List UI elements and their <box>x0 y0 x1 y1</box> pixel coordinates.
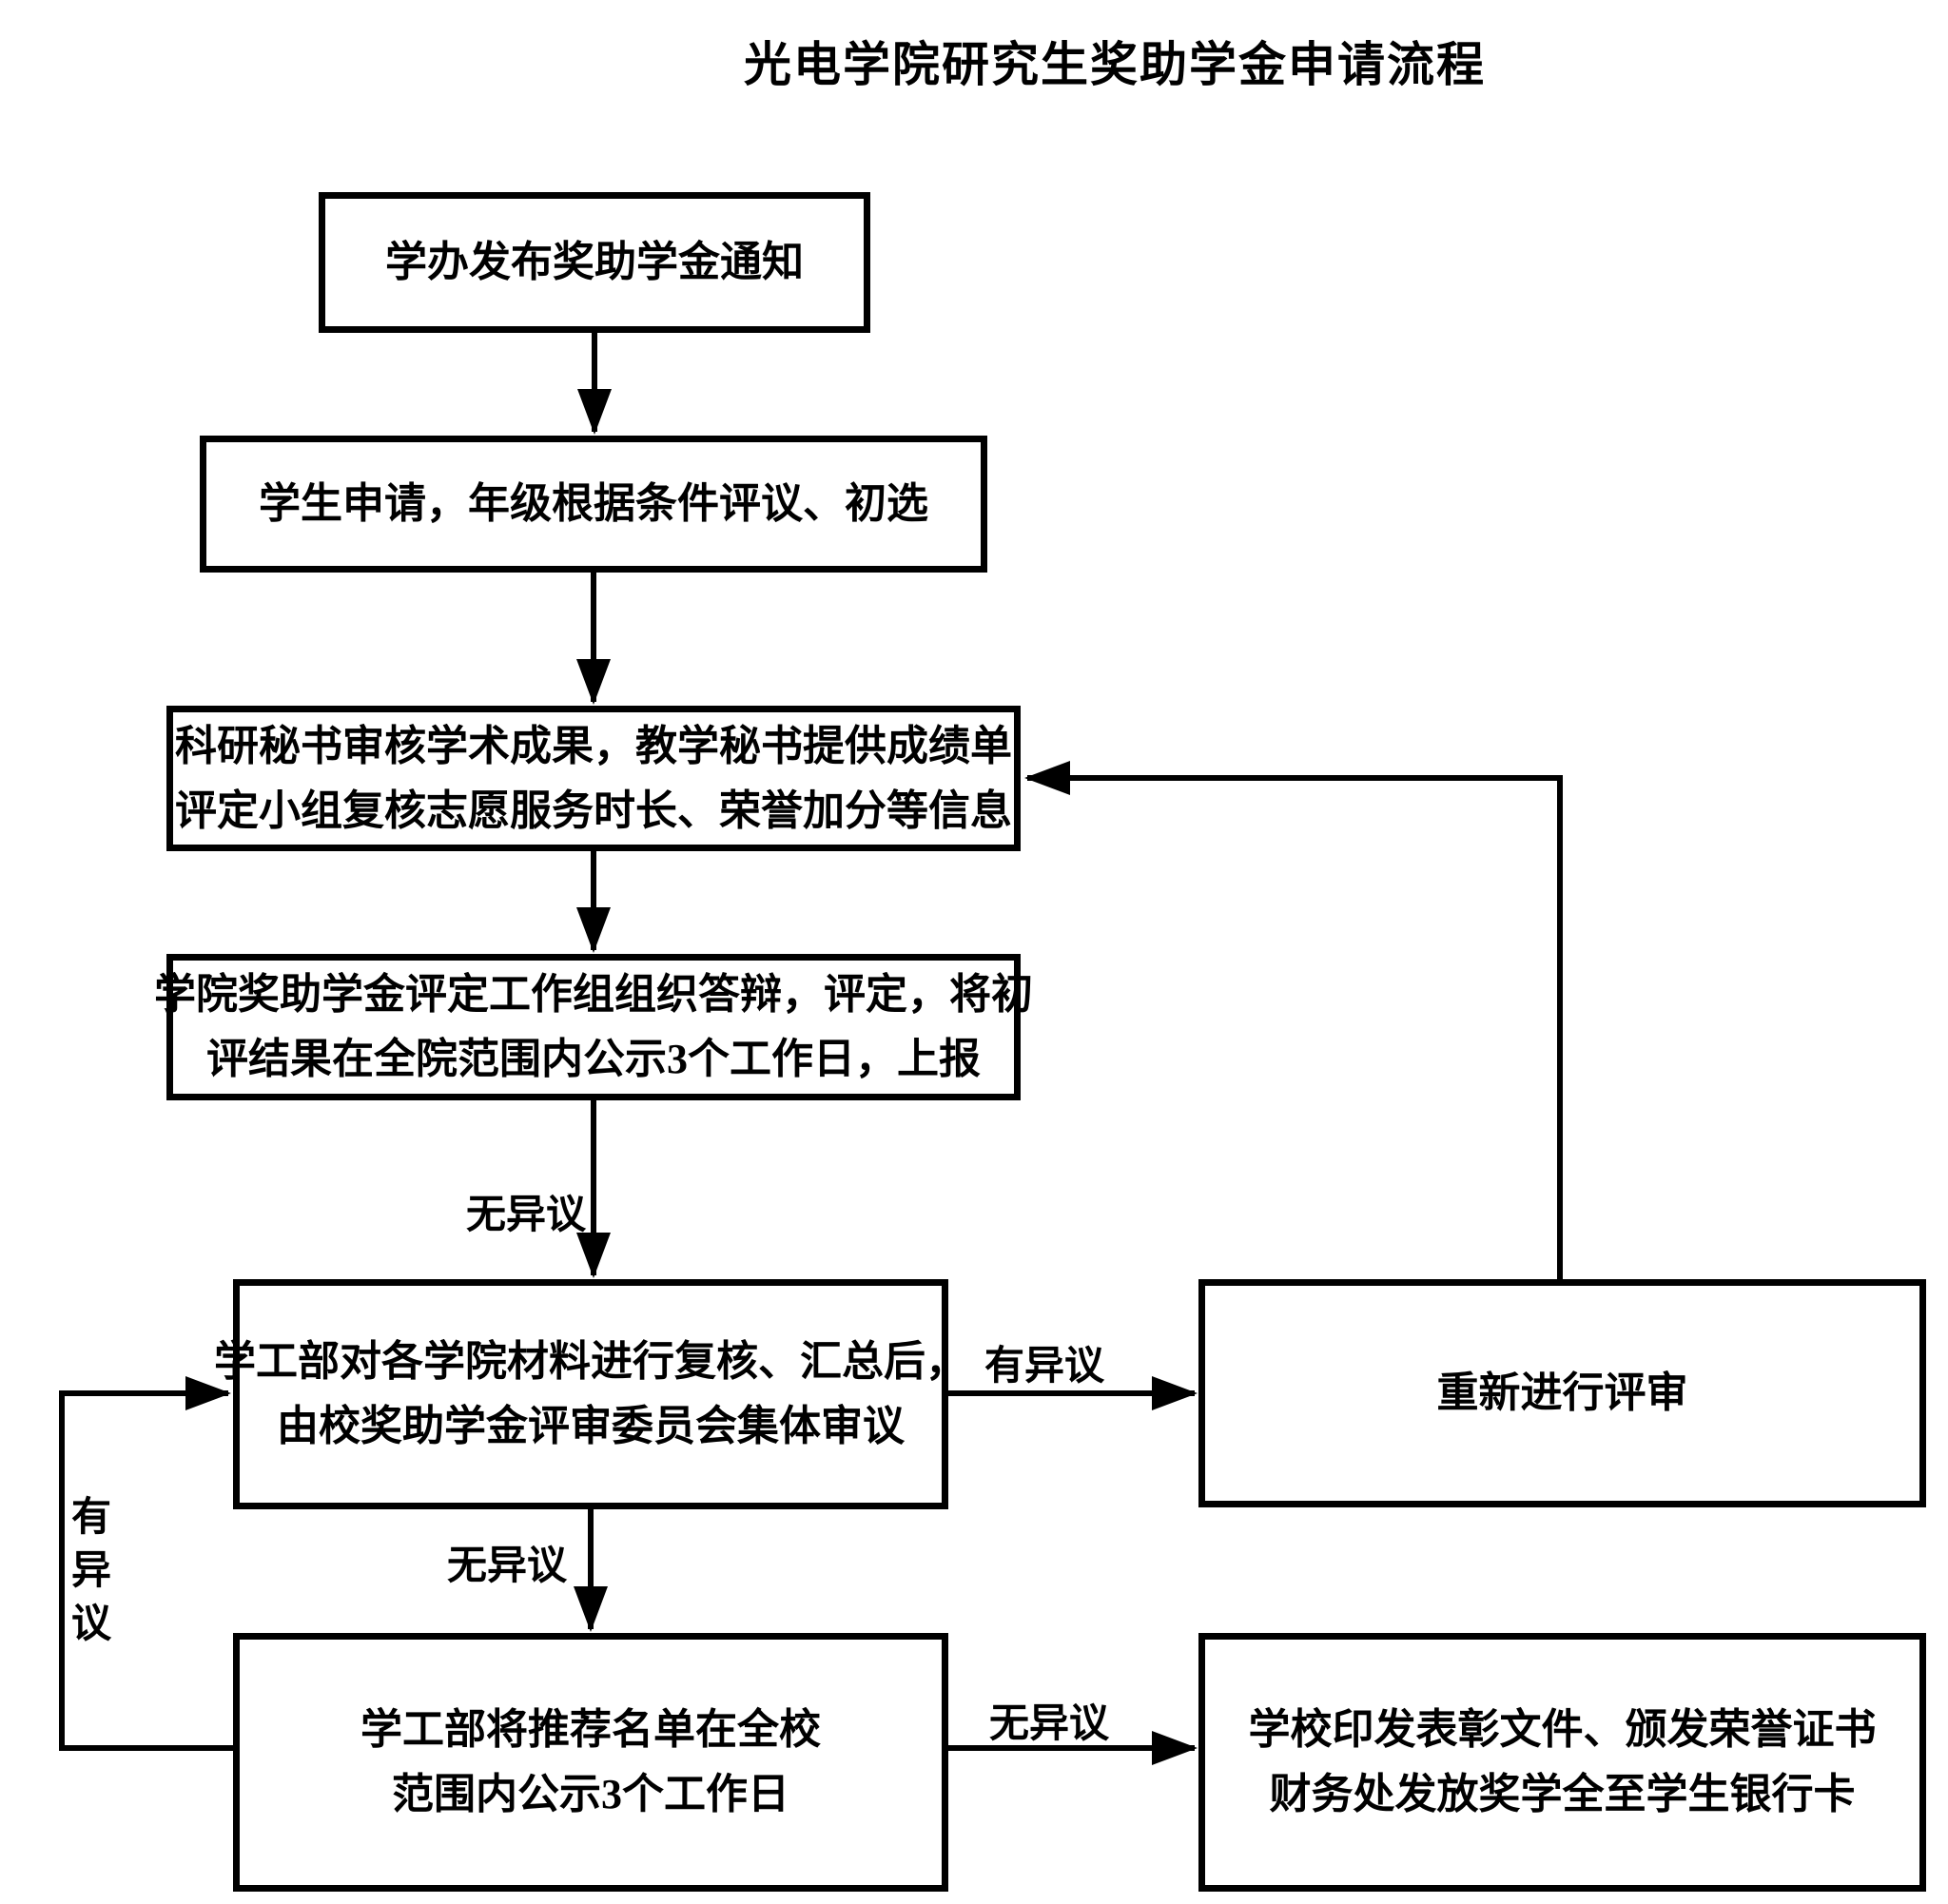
node-label-line2: 财务处发放奖学全至学生银行卡 <box>1269 1771 1856 1817</box>
node-label-line2: 范围内公示3个工作日 <box>392 1771 789 1817</box>
connector-reevaluate-loop-to-review <box>1024 761 1563 1279</box>
node-re-evaluate: 重新进行评审 <box>1198 1279 1926 1507</box>
node-secretary-review: 科研秘书审核学术成果，教学秘书提供成绩单 评定小组复核志愿服务时长、荣誉加分等信… <box>166 706 1021 851</box>
node-label-line1: 科研秘书审核学术成果，教学秘书提供成绩单 <box>175 722 1012 769</box>
page-title: 光电学院研究生奖助学金申请流程 <box>744 38 1486 91</box>
edge-label-no-objection-college: 无异议 <box>466 1194 587 1237</box>
edge-label-no-objection-final: 无异议 <box>989 1702 1110 1746</box>
edge-label-objection-loop-left: 有异议 <box>70 1496 111 1646</box>
node-label-line1: 学工部将推荐名单在全校 <box>360 1706 821 1753</box>
node-label: 重新进行评审 <box>1436 1370 1688 1416</box>
node-award-issuance: 学校印发表彰文件、颁发荣誉证书 财务处发放奖学全至学生银行卡 <box>1198 1633 1926 1892</box>
node-label-line2: 由校奖助学金评审委员会集体审议 <box>277 1403 905 1449</box>
node-label-line1: 学工部对各学院材料进行复核、汇总后， <box>214 1338 967 1385</box>
node-college-evaluation: 学院奖助学金评定工作组组织答辩，评定，将初 评结果在全院范围内公示3个工作日，上… <box>154 954 1033 1100</box>
node-school-publicity: 学工部将推荐名单在全校 范围内公示3个工作日 <box>233 1633 948 1892</box>
node-student-apply: 学生申请，年级根据条件评议、初选 <box>200 436 987 573</box>
edge-label-objection-to-reevaluate: 有异议 <box>984 1345 1105 1389</box>
node-label-line1: 学校印发表彰文件、颁发荣誉证书 <box>1248 1706 1877 1753</box>
edge-label-no-objection-university: 无异议 <box>447 1545 568 1588</box>
node-university-review: 学工部对各学院材料进行复核、汇总后， 由校奖助学金评审委员会集体审议 <box>214 1279 967 1509</box>
node-label-line2: 评定小组复核志愿服务时长、荣誉加分等信息 <box>175 787 1012 834</box>
node-label: 学生申请，年级根据条件评议、初选 <box>259 480 928 527</box>
node-label: 学办发布奖助学金通知 <box>385 239 804 285</box>
node-label-line2: 评结果在全院范围内公示3个工作日，上报 <box>206 1036 981 1082</box>
node-publish-notice: 学办发布奖助学金通知 <box>319 192 870 333</box>
node-label-line1: 学院奖助学金评定工作组组织答辩，评定，将初 <box>154 971 1033 1018</box>
